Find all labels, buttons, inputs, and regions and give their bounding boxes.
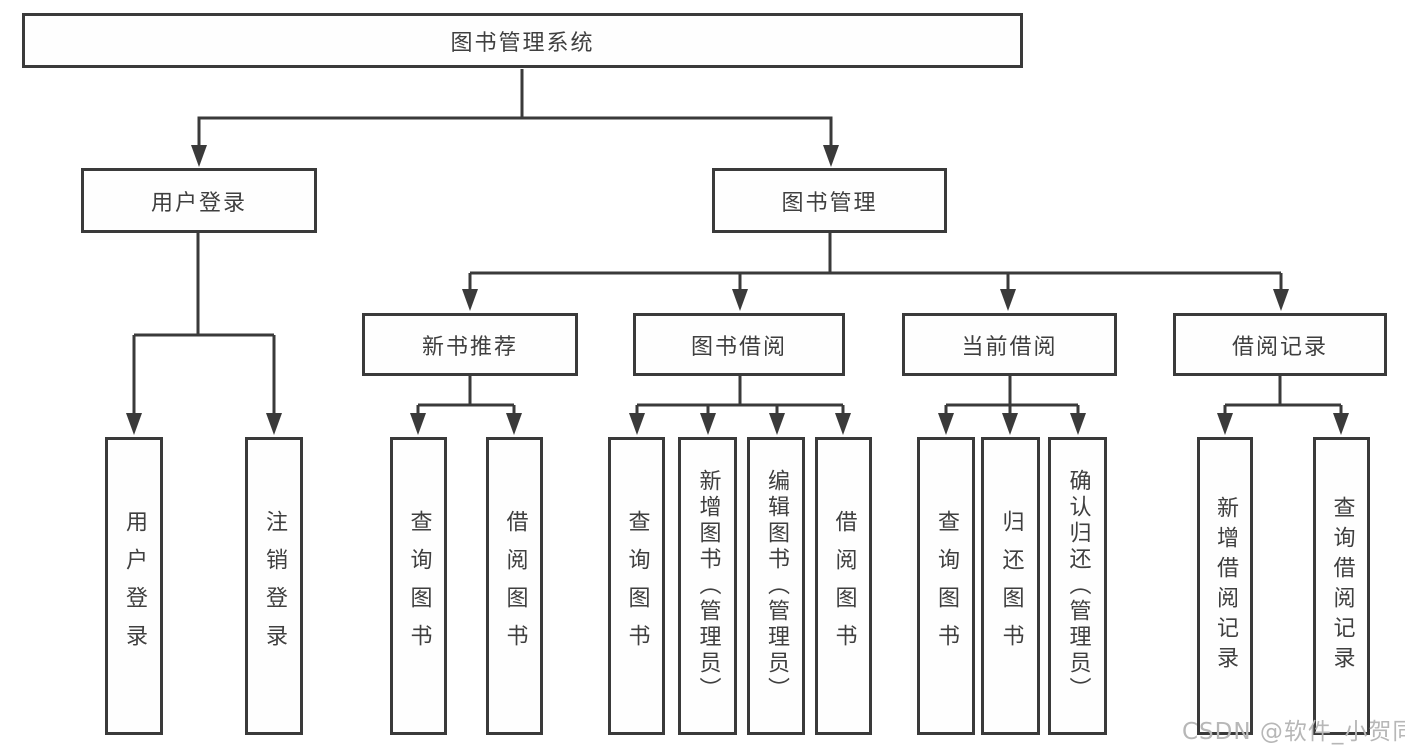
leaf-add-borrow-record: 新增借阅记录 [1197, 437, 1253, 735]
leaf-return-book: 归还图书 [981, 437, 1040, 735]
node-label: 借阅图书 [502, 510, 528, 662]
node-label: 新书推荐 [421, 334, 518, 360]
node-label: 新增图书（管理员） [695, 469, 721, 703]
node-label: 借阅记录 [1231, 334, 1328, 360]
node-book-management: 图书管理 [712, 168, 947, 233]
node-label: 查询图书 [624, 510, 650, 662]
leaf-logout: 注销登录 [245, 437, 303, 735]
node-label: 查询图书 [934, 510, 959, 662]
node-borrow-records: 借阅记录 [1173, 313, 1387, 376]
node-current-borrow: 当前借阅 [902, 313, 1117, 376]
leaf-user-login: 用户登录 [105, 437, 163, 735]
leaf-query-books-recommend: 查询图书 [390, 437, 447, 735]
leaf-edit-book-admin: 编辑图书（管理员） [747, 437, 805, 735]
node-label: 借阅图书 [831, 510, 857, 662]
node-label: 图书管理 [781, 190, 878, 216]
node-label: 注销登录 [262, 510, 287, 662]
leaf-confirm-return-admin: 确认归还（管理员） [1048, 437, 1107, 735]
leaf-borrow-books-recommend: 借阅图书 [486, 437, 543, 735]
leaf-query-books-current: 查询图书 [917, 437, 975, 735]
node-new-book-recommend: 新书推荐 [362, 313, 578, 376]
node-label: 查询借阅记录 [1329, 496, 1355, 676]
leaf-borrow-books: 借阅图书 [815, 437, 872, 735]
node-label: 图书管理系统 [450, 30, 595, 56]
leaf-add-book-admin: 新增图书（管理员） [678, 437, 737, 735]
arrowheads [126, 145, 1349, 435]
node-label: 新增借阅记录 [1213, 496, 1238, 676]
node-label: 用户登录 [122, 510, 147, 662]
csdn-watermark: CSDN @软件_小贺同学 [1182, 719, 1405, 745]
node-label: 归还图书 [998, 510, 1024, 662]
node-label: 图书借阅 [690, 334, 787, 360]
node-label: 用户登录 [150, 190, 247, 216]
node-label: 查询图书 [406, 510, 432, 662]
leaf-query-borrow-record: 查询借阅记录 [1313, 437, 1370, 735]
node-label: 确认归还（管理员） [1065, 469, 1091, 703]
node-book-borrow: 图书借阅 [633, 313, 845, 376]
node-label: 当前借阅 [961, 334, 1058, 360]
node-user-login: 用户登录 [81, 168, 317, 233]
node-label: 编辑图书（管理员） [764, 469, 789, 703]
node-root-system: 图书管理系统 [22, 13, 1023, 68]
leaf-query-books-borrow: 查询图书 [608, 437, 665, 735]
